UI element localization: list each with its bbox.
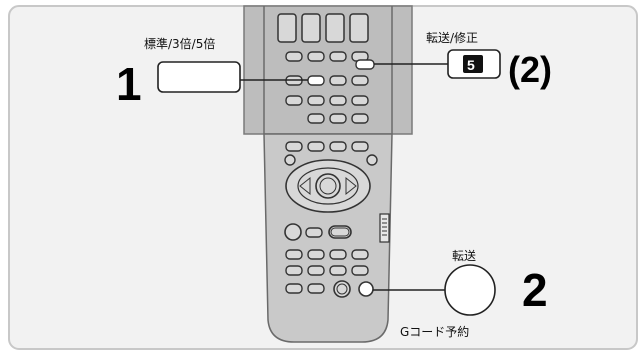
step-3-number: 2 [522,264,548,316]
mode-key-highlight[interactable] [307,75,325,86]
round-key-b[interactable] [333,280,351,298]
step-2-button-badge [463,55,483,73]
step-2-caption: 転送/修正 [426,30,478,45]
small-round-key-left[interactable] [284,154,296,166]
step-3-caption: 転送 [452,248,476,263]
small-round-key-right[interactable] [366,154,378,166]
side-slider[interactable] [379,213,390,243]
oval-key-a[interactable] [305,227,323,238]
gcode-key-highlight[interactable] [358,281,374,297]
remote-small-keys-lower [285,141,369,152]
step-1-caption: 標準/3倍/5倍 [144,36,215,51]
remote-bottom-keys [285,249,369,294]
transfer-key-highlight[interactable] [355,59,375,70]
round-key-a[interactable] [284,223,302,241]
gcode-caption: Gコード予約 [400,324,469,339]
step-1-button-callout [157,61,241,93]
remote-top-keys [277,13,369,43]
step-2-paren-label: (2) [508,49,552,90]
dpad[interactable] [285,159,371,213]
step-2-button-glyph: 5 [467,57,475,73]
step-1-number: 1 [116,58,142,110]
oval-key-b[interactable] [328,225,352,239]
step-3-round-callout [444,264,496,316]
